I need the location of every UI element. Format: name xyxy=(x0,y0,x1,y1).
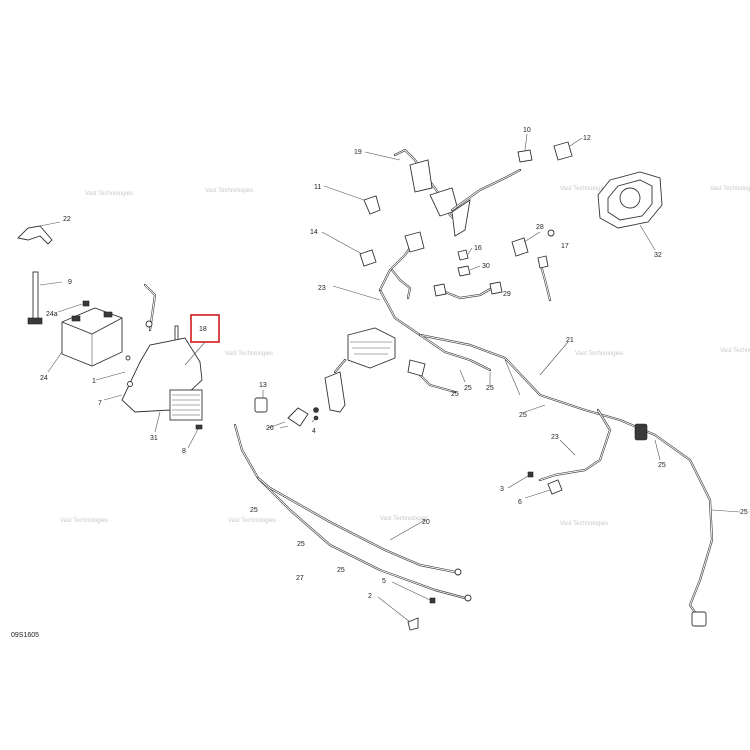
callout-25[interactable]: 25 xyxy=(464,385,472,392)
watermark: Vast Technologies xyxy=(560,521,608,527)
callout-30[interactable]: 30 xyxy=(482,263,490,270)
part-connector-6[interactable] xyxy=(524,479,563,499)
part-bracket-22[interactable] xyxy=(17,221,61,245)
callout-2[interactable]: 2 xyxy=(368,593,372,600)
callout-22[interactable]: 22 xyxy=(63,216,71,223)
part-battery-tray-31[interactable] xyxy=(121,337,203,433)
watermark: Vast Technologies xyxy=(225,351,273,357)
part-connector-12[interactable] xyxy=(553,137,583,161)
callout-20[interactable]: 20 xyxy=(422,519,430,526)
callout-9[interactable]: 9 xyxy=(68,279,72,286)
callout-29[interactable]: 29 xyxy=(503,291,511,298)
callout-4[interactable]: 4 xyxy=(312,428,316,435)
callout-17[interactable]: 17 xyxy=(561,243,569,250)
callout-26[interactable]: 26 xyxy=(266,425,274,432)
callout-18[interactable]: 18 xyxy=(199,326,207,333)
callout-7[interactable]: 7 xyxy=(98,400,102,407)
part-cable-positive[interactable] xyxy=(143,283,157,332)
watermark: Vast Technologies xyxy=(720,348,750,354)
callout-25[interactable]: 25 xyxy=(740,509,748,516)
part-connector-3[interactable] xyxy=(507,471,534,489)
part-connector-10[interactable] xyxy=(517,133,533,163)
watermark: Vast Technologies xyxy=(710,186,750,192)
callout-31[interactable]: 31 xyxy=(150,435,158,442)
callout-13[interactable]: 13 xyxy=(259,382,267,389)
callout-28[interactable]: 28 xyxy=(536,224,544,231)
part-rear-harness-27[interactable] xyxy=(233,423,472,602)
callout-23[interactable]: 23 xyxy=(318,285,326,292)
callout-14[interactable]: 14 xyxy=(310,229,318,236)
callout-labels: 22 9 24a 24 1 7 31 8 13 26 4 25 25 27 25… xyxy=(40,127,748,600)
callout-21[interactable]: 21 xyxy=(566,337,574,344)
callout-3[interactable]: 3 xyxy=(500,486,504,493)
callout-32[interactable]: 32 xyxy=(654,252,662,259)
part-switch-harness-19[interactable] xyxy=(364,148,522,237)
watermark: Vast Technologies xyxy=(380,516,428,522)
part-harness-23[interactable] xyxy=(378,231,425,300)
watermark: Vast Technologies xyxy=(85,191,133,197)
part-fuse-box[interactable] xyxy=(324,327,396,413)
watermark: Vast Technologies xyxy=(205,188,253,194)
watermark: Vast Technologies xyxy=(560,186,608,192)
callout-6[interactable]: 6 xyxy=(518,499,522,506)
part-harness-23b[interactable] xyxy=(559,439,576,456)
callout-24a[interactable]: 24a xyxy=(46,311,58,318)
callout-25[interactable]: 25 xyxy=(658,462,666,469)
watermark-layer: Vast Technologies Vast Technologies Vast… xyxy=(60,186,750,527)
callout-10[interactable]: 10 xyxy=(523,127,531,134)
callout-16[interactable]: 16 xyxy=(474,245,482,252)
callout-8[interactable]: 8 xyxy=(182,448,186,455)
callout-25[interactable]: 25 xyxy=(337,567,345,574)
part-harness-17[interactable] xyxy=(537,229,555,302)
callout-1[interactable]: 1 xyxy=(92,378,96,385)
part-screw-8[interactable] xyxy=(187,424,203,449)
part-harness-29[interactable] xyxy=(433,281,503,300)
part-screw-5[interactable] xyxy=(391,581,436,604)
callout-25[interactable]: 25 xyxy=(451,391,459,398)
part-battery-24[interactable] xyxy=(47,300,123,373)
highlighted-callout-18[interactable]: 18 xyxy=(184,314,220,366)
part-sensor-28[interactable] xyxy=(511,231,541,257)
callout-27[interactable]: 27 xyxy=(296,575,304,582)
callout-19[interactable]: 19 xyxy=(354,149,362,156)
callout-25[interactable]: 25 xyxy=(486,385,494,392)
part-connector-26[interactable] xyxy=(279,407,319,429)
part-main-harness-21[interactable] xyxy=(378,288,714,627)
watermark: Vast Technologies xyxy=(575,351,623,357)
callout-5[interactable]: 5 xyxy=(382,578,386,585)
part-connector-30[interactable] xyxy=(457,265,481,277)
callout-25[interactable]: 25 xyxy=(297,541,305,548)
part-strap-9[interactable] xyxy=(27,271,63,325)
watermark: Vast Technologies xyxy=(228,518,276,524)
part-relay-13[interactable] xyxy=(254,390,268,413)
part-screw-2[interactable] xyxy=(377,596,419,631)
part-gauge-cluster-32[interactable] xyxy=(597,171,663,251)
callout-12[interactable]: 12 xyxy=(583,135,591,142)
callout-25[interactable]: 25 xyxy=(250,507,258,514)
callout-25[interactable]: 25 xyxy=(519,412,527,419)
diagram-code: 09S1605 xyxy=(11,632,39,639)
callout-11[interactable]: 11 xyxy=(314,184,321,191)
part-connector-14[interactable] xyxy=(321,231,377,267)
callout-23[interactable]: 23 xyxy=(551,434,559,441)
callout-leaders xyxy=(95,285,741,541)
part-sensor-11[interactable] xyxy=(323,185,381,215)
callout-24[interactable]: 24 xyxy=(40,375,48,382)
part-connector-16[interactable] xyxy=(457,247,473,261)
watermark: Vast Technologies xyxy=(60,518,108,524)
